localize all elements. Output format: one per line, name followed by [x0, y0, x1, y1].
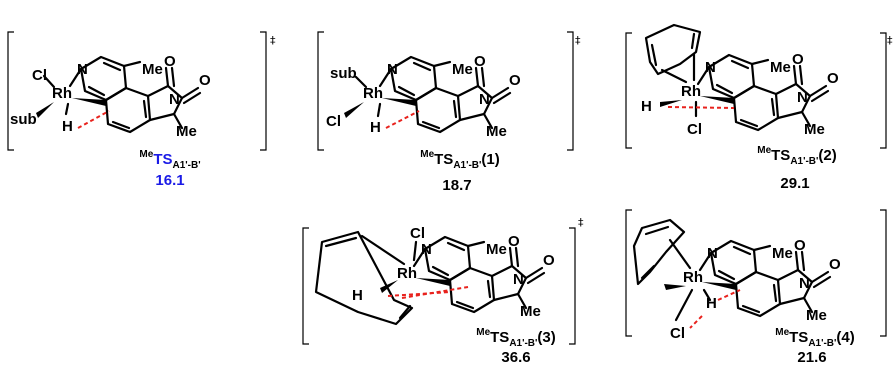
cl-ts2: Cl — [687, 121, 702, 138]
me-n-ts2: Me — [804, 121, 825, 138]
dagger-ts3: ‡ — [578, 216, 584, 229]
dagger-ts: ‡ — [270, 34, 276, 47]
dagger-ts2: ‡ — [887, 34, 893, 47]
n-ring-ts4: N — [707, 245, 718, 262]
rh-ts3: Rh — [397, 265, 417, 282]
dagger-ts1: ‡ — [575, 34, 581, 47]
rh-ts: Rh — [52, 85, 72, 102]
svg-text:36.6: 36.6 — [501, 349, 530, 366]
svg-text:MeTSA1'-B'(2): MeTSA1'-B'(2) — [757, 145, 837, 167]
svg-text:MeTSA1'-B'(1): MeTSA1'-B'(1) — [420, 149, 500, 171]
cl-ts: Cl — [32, 67, 47, 84]
svg-text:MeTSA1'-B'(4): MeTSA1'-B'(4) — [775, 327, 855, 349]
o1-ts2: O — [792, 51, 804, 68]
n-methyl-ts2: N — [797, 89, 808, 106]
me-n-ts: Me — [176, 123, 197, 140]
svg-text:29.1: 29.1 — [780, 175, 809, 192]
structure-ts4 — [625, 209, 887, 337]
sub-ts1: sub — [330, 65, 357, 82]
cl-ts3: Cl — [410, 225, 425, 242]
o2-ts1: O — [509, 72, 521, 89]
n-ring-ts1: N — [387, 61, 398, 78]
svg-text:21.6: 21.6 — [797, 349, 826, 366]
me-ring-ts3: Me — [486, 241, 507, 258]
h-ts1: H — [370, 119, 381, 136]
cl-ts1: Cl — [326, 113, 341, 130]
n-methyl-ts1: N — [479, 91, 490, 108]
n-ring-ts2: N — [705, 59, 716, 76]
svg-text:MeTSA1'-B': MeTSA1'-B' — [139, 149, 200, 171]
label-ts2: MeTSA1'-B'(2) 29.1 — [757, 145, 837, 192]
svg-text:MeTSA1'-B'(3): MeTSA1'-B'(3) — [476, 327, 556, 349]
o1-ts4: O — [794, 237, 806, 254]
o2-ts3: O — [543, 252, 555, 269]
h-ts2: H — [641, 98, 652, 115]
n-methyl-ts4: N — [799, 275, 810, 292]
n-ring-ts3: N — [421, 241, 432, 258]
structure-ts3 — [302, 227, 576, 345]
h-ts4: H — [706, 295, 717, 312]
o1-ts: O — [164, 53, 176, 70]
me-ring-ts4: Me — [772, 245, 793, 262]
n-ring-ts: N — [77, 61, 88, 78]
n-methyl-ts: N — [169, 91, 180, 108]
rh-ts4: Rh — [683, 269, 703, 286]
cl-ts4: Cl — [670, 325, 685, 342]
o2-ts: O — [199, 72, 211, 89]
label-ts1: MeTSA1'-B'(1) 18.7 — [420, 149, 500, 194]
n-methyl-ts3: N — [513, 271, 524, 288]
me-n-ts3: Me — [520, 303, 541, 320]
me-n-ts1: Me — [486, 123, 507, 140]
me-n-ts4: Me — [806, 307, 827, 324]
o1-ts1: O — [474, 53, 486, 70]
h-ts3: H — [352, 287, 363, 304]
o2-ts2: O — [827, 70, 839, 87]
rh-ts1: Rh — [363, 85, 383, 102]
svg-text:18.7: 18.7 — [442, 177, 471, 194]
svg-text:16.1: 16.1 — [155, 172, 184, 189]
me-ring-ts: Me — [142, 61, 163, 78]
rh-ts2: Rh — [681, 83, 701, 100]
sub-ts: sub — [10, 111, 37, 128]
label-ts3: MeTSA1'-B'(3) 36.6 — [476, 327, 556, 366]
label-ts4: MeTSA1'-B'(4) 21.6 — [775, 327, 855, 366]
me-ring-ts2: Me — [770, 59, 791, 76]
me-ring-ts1: Me — [452, 61, 473, 78]
structure-ts1 — [317, 31, 574, 151]
label-ts: MeTSA1'-B' 16.1 — [139, 149, 200, 189]
structure-ts2 — [625, 23, 887, 149]
h-ts: H — [62, 118, 73, 135]
structure-ts — [7, 31, 267, 151]
o1-ts3: O — [508, 233, 520, 250]
o2-ts4: O — [829, 256, 841, 273]
